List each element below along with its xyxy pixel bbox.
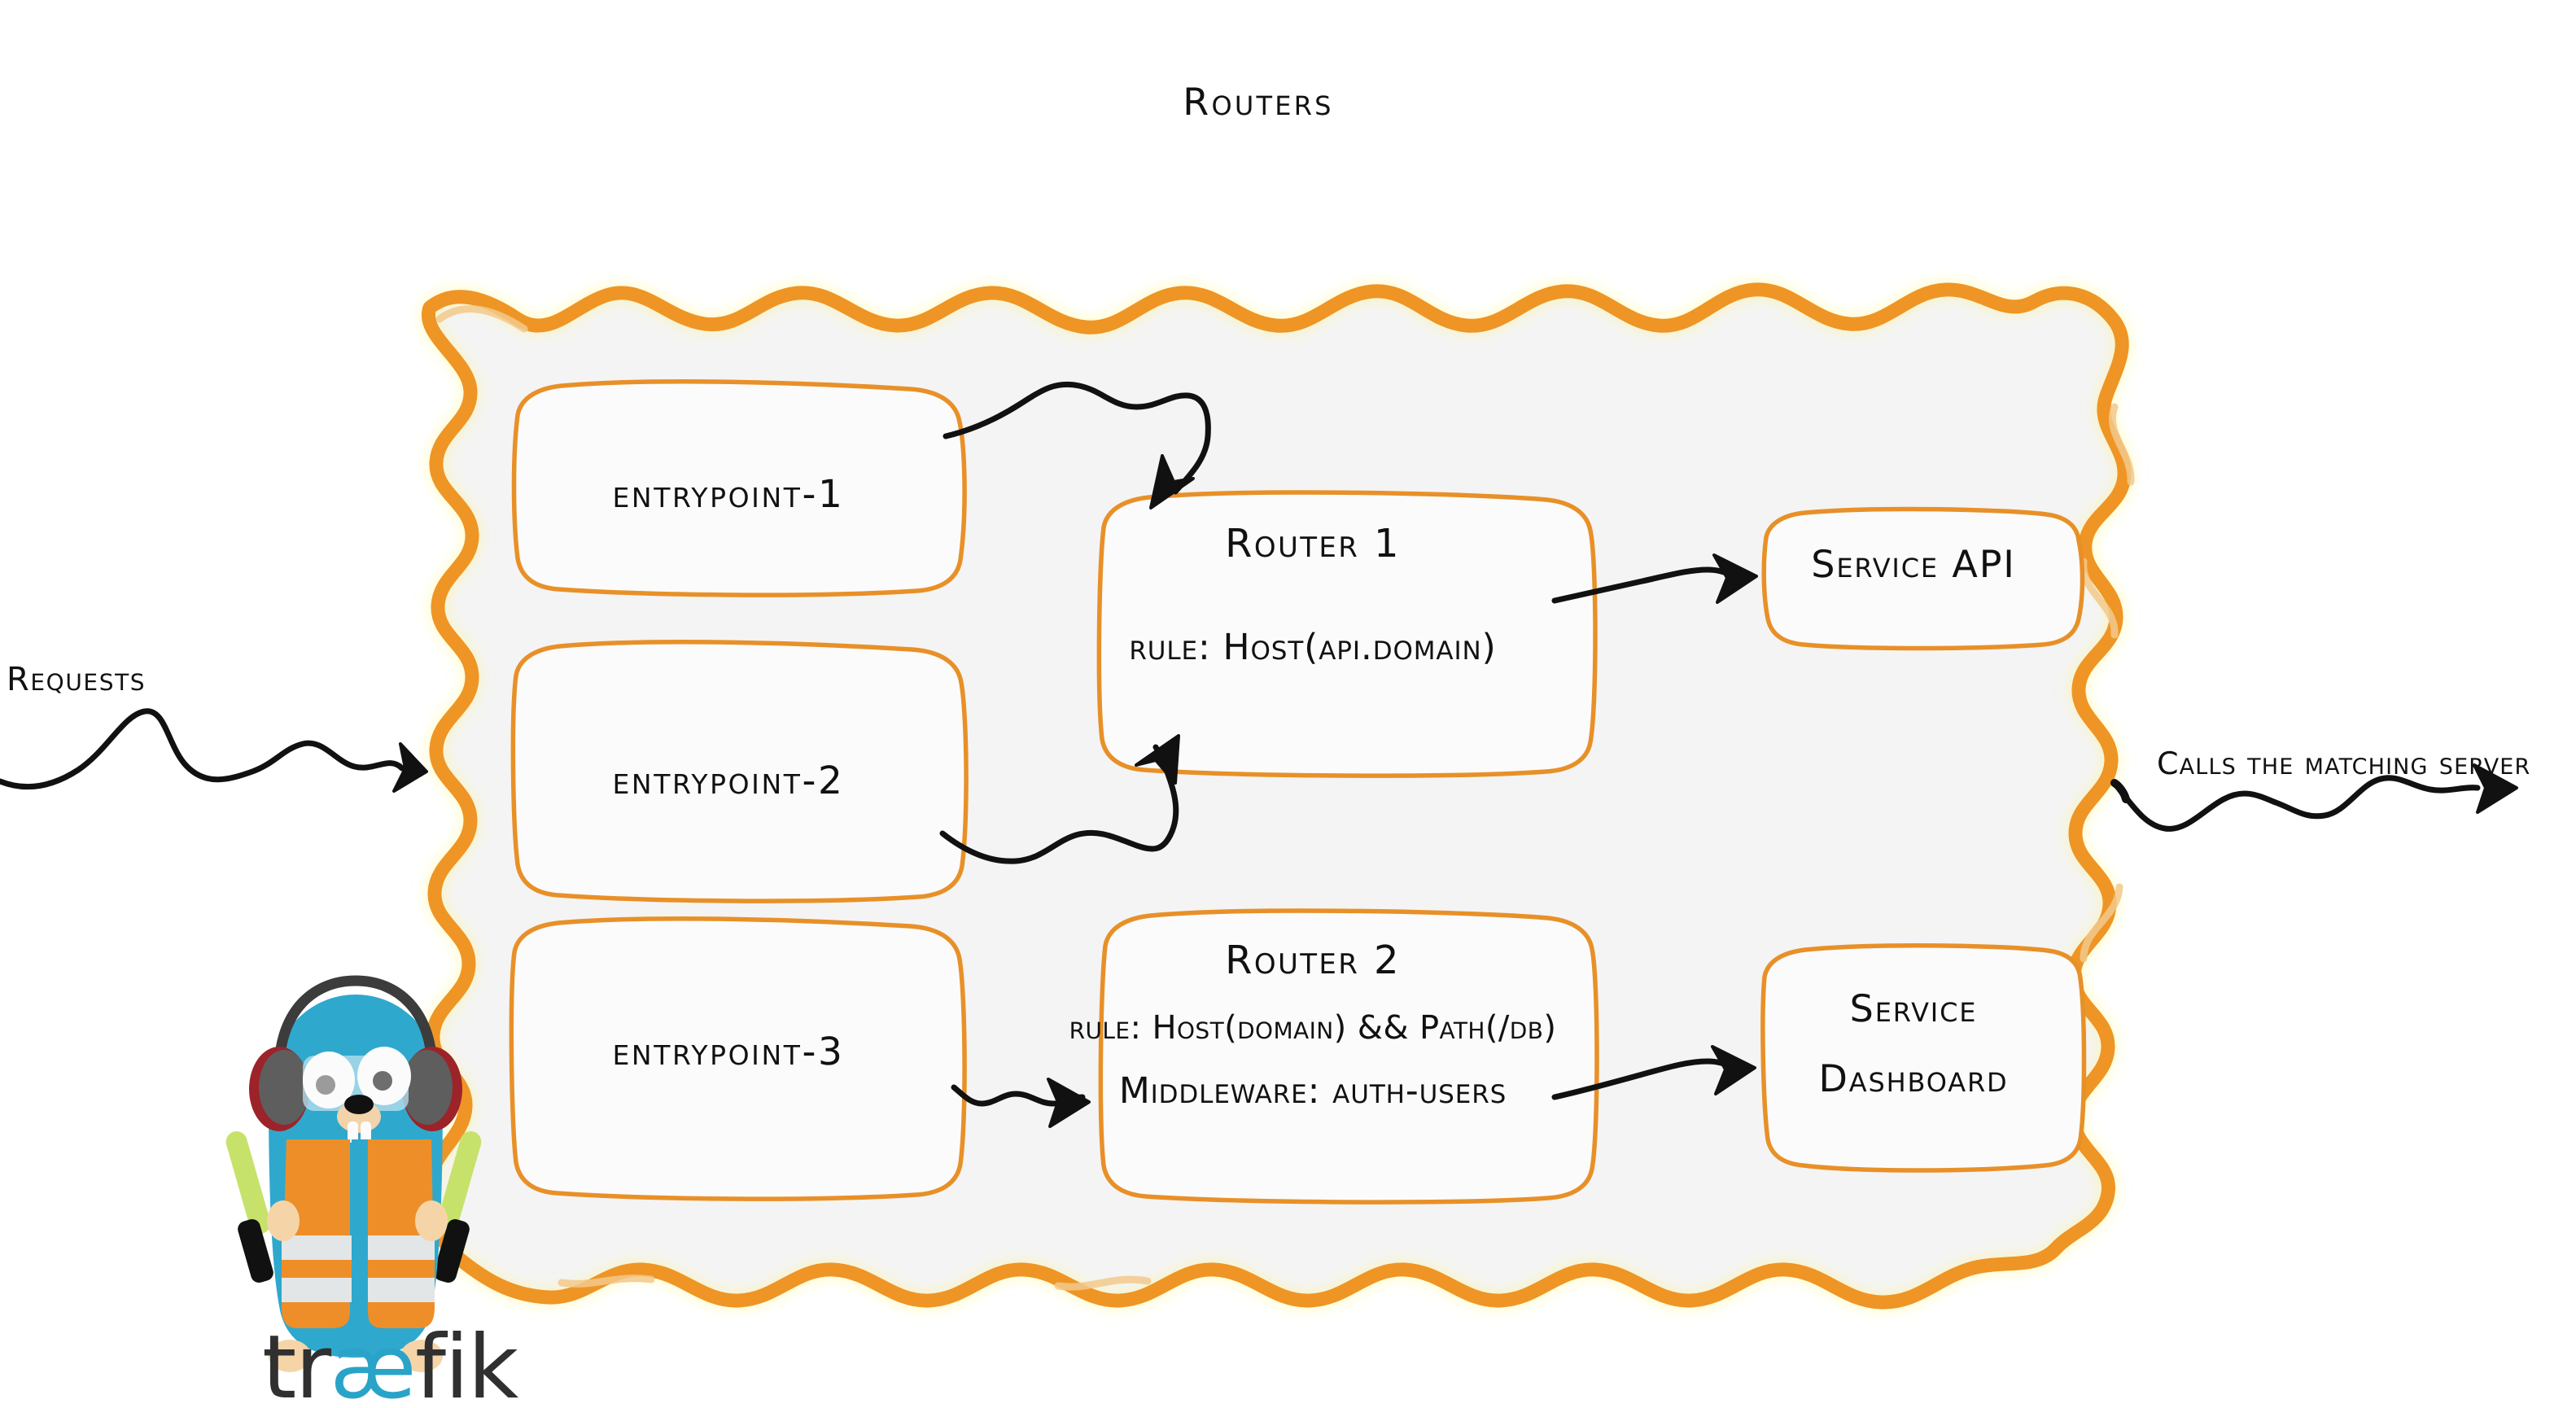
arrow-ep3-router2-head bbox=[1047, 1078, 1091, 1128]
traefik-logo-accent: æ bbox=[330, 1317, 417, 1408]
gopher-foot-right bbox=[400, 1340, 443, 1372]
arrow-calls-out bbox=[2116, 775, 2481, 832]
gopher-hand-right bbox=[415, 1200, 448, 1241]
calls-matching-server-label: Calls the matching server bbox=[2157, 746, 2531, 781]
entrypoint-1-box[interactable] bbox=[511, 379, 967, 597]
entrypoint-boxes bbox=[509, 379, 969, 1201]
router-2-title: Router 2 bbox=[1225, 938, 1401, 983]
arrow-calls-out-tail bbox=[2110, 779, 2130, 803]
flow-arrows bbox=[0, 381, 2518, 1128]
router-boxes bbox=[1096, 490, 1599, 1205]
gopher-vest-center-seam bbox=[352, 1139, 368, 1328]
arrow-router1-serviceapi-head bbox=[1712, 553, 1758, 604]
service-boxes bbox=[1760, 506, 2087, 1173]
service-api-box[interactable] bbox=[1761, 506, 2085, 651]
gopher-headphone-cup-left bbox=[249, 1047, 309, 1131]
router-1-rule: rule: Host(api.domain) bbox=[1129, 627, 1497, 668]
service-dashboard-box[interactable] bbox=[1760, 942, 2087, 1173]
gopher-wand-right bbox=[434, 1131, 482, 1283]
gopher-tooth-left bbox=[348, 1122, 358, 1143]
entrypoint-3-box[interactable] bbox=[509, 916, 967, 1201]
traefik-logo-part1: tr bbox=[262, 1317, 331, 1408]
router-2-box[interactable] bbox=[1098, 908, 1599, 1205]
arrow-calls-out-head bbox=[2473, 763, 2518, 814]
traefik-gopher-mascot bbox=[225, 975, 482, 1372]
routers-panel-border-echo bbox=[435, 304, 2135, 1291]
router-1-title: Router 1 bbox=[1225, 521, 1401, 566]
router-2-middleware: Middleware: auth-users bbox=[1118, 1070, 1507, 1112]
traefik-logo-part2: fik bbox=[414, 1317, 518, 1408]
service-dashboard-label-line1: Service bbox=[1849, 986, 1978, 1030]
gopher-wand-left bbox=[225, 1131, 273, 1283]
gopher-headphone-cup-right bbox=[402, 1047, 462, 1131]
service-dashboard-label-line2: Dashboard bbox=[1818, 1056, 2009, 1100]
arrow-requests-in bbox=[0, 708, 405, 790]
requests-label: Requests bbox=[7, 661, 147, 698]
traefik-logo-wordmark: træfik bbox=[262, 1324, 518, 1408]
arrow-ep2-router1-head bbox=[1135, 734, 1180, 785]
service-api-label: Service API bbox=[1811, 542, 2016, 586]
router-2-rule: rule: Host(domain) && Path(/db) bbox=[1069, 1009, 1557, 1047]
gopher-pupil-left bbox=[316, 1075, 335, 1095]
arrow-requests-in-head bbox=[392, 742, 428, 793]
entrypoint-2-box[interactable] bbox=[510, 640, 969, 903]
gopher-hand-left bbox=[267, 1200, 300, 1241]
arrow-ep1-router1 bbox=[942, 381, 1211, 495]
page-title: Routers bbox=[1183, 80, 1334, 124]
entrypoint-2-label: entrypoint-2 bbox=[612, 759, 845, 803]
arrow-router2-servicedash-head bbox=[1711, 1045, 1756, 1095]
gopher-headphone-band bbox=[273, 975, 438, 1070]
entrypoint-1-label: entrypoint-1 bbox=[612, 472, 845, 517]
router-1-box[interactable] bbox=[1096, 490, 1598, 778]
gopher-foot-left bbox=[269, 1340, 311, 1372]
gopher-tooth-right bbox=[361, 1122, 371, 1143]
arrow-ep1-router1-head bbox=[1149, 454, 1195, 509]
entrypoint-3-label: entrypoint-3 bbox=[612, 1030, 845, 1074]
gopher-nose bbox=[344, 1095, 374, 1114]
gopher-pupil-right bbox=[373, 1071, 392, 1091]
